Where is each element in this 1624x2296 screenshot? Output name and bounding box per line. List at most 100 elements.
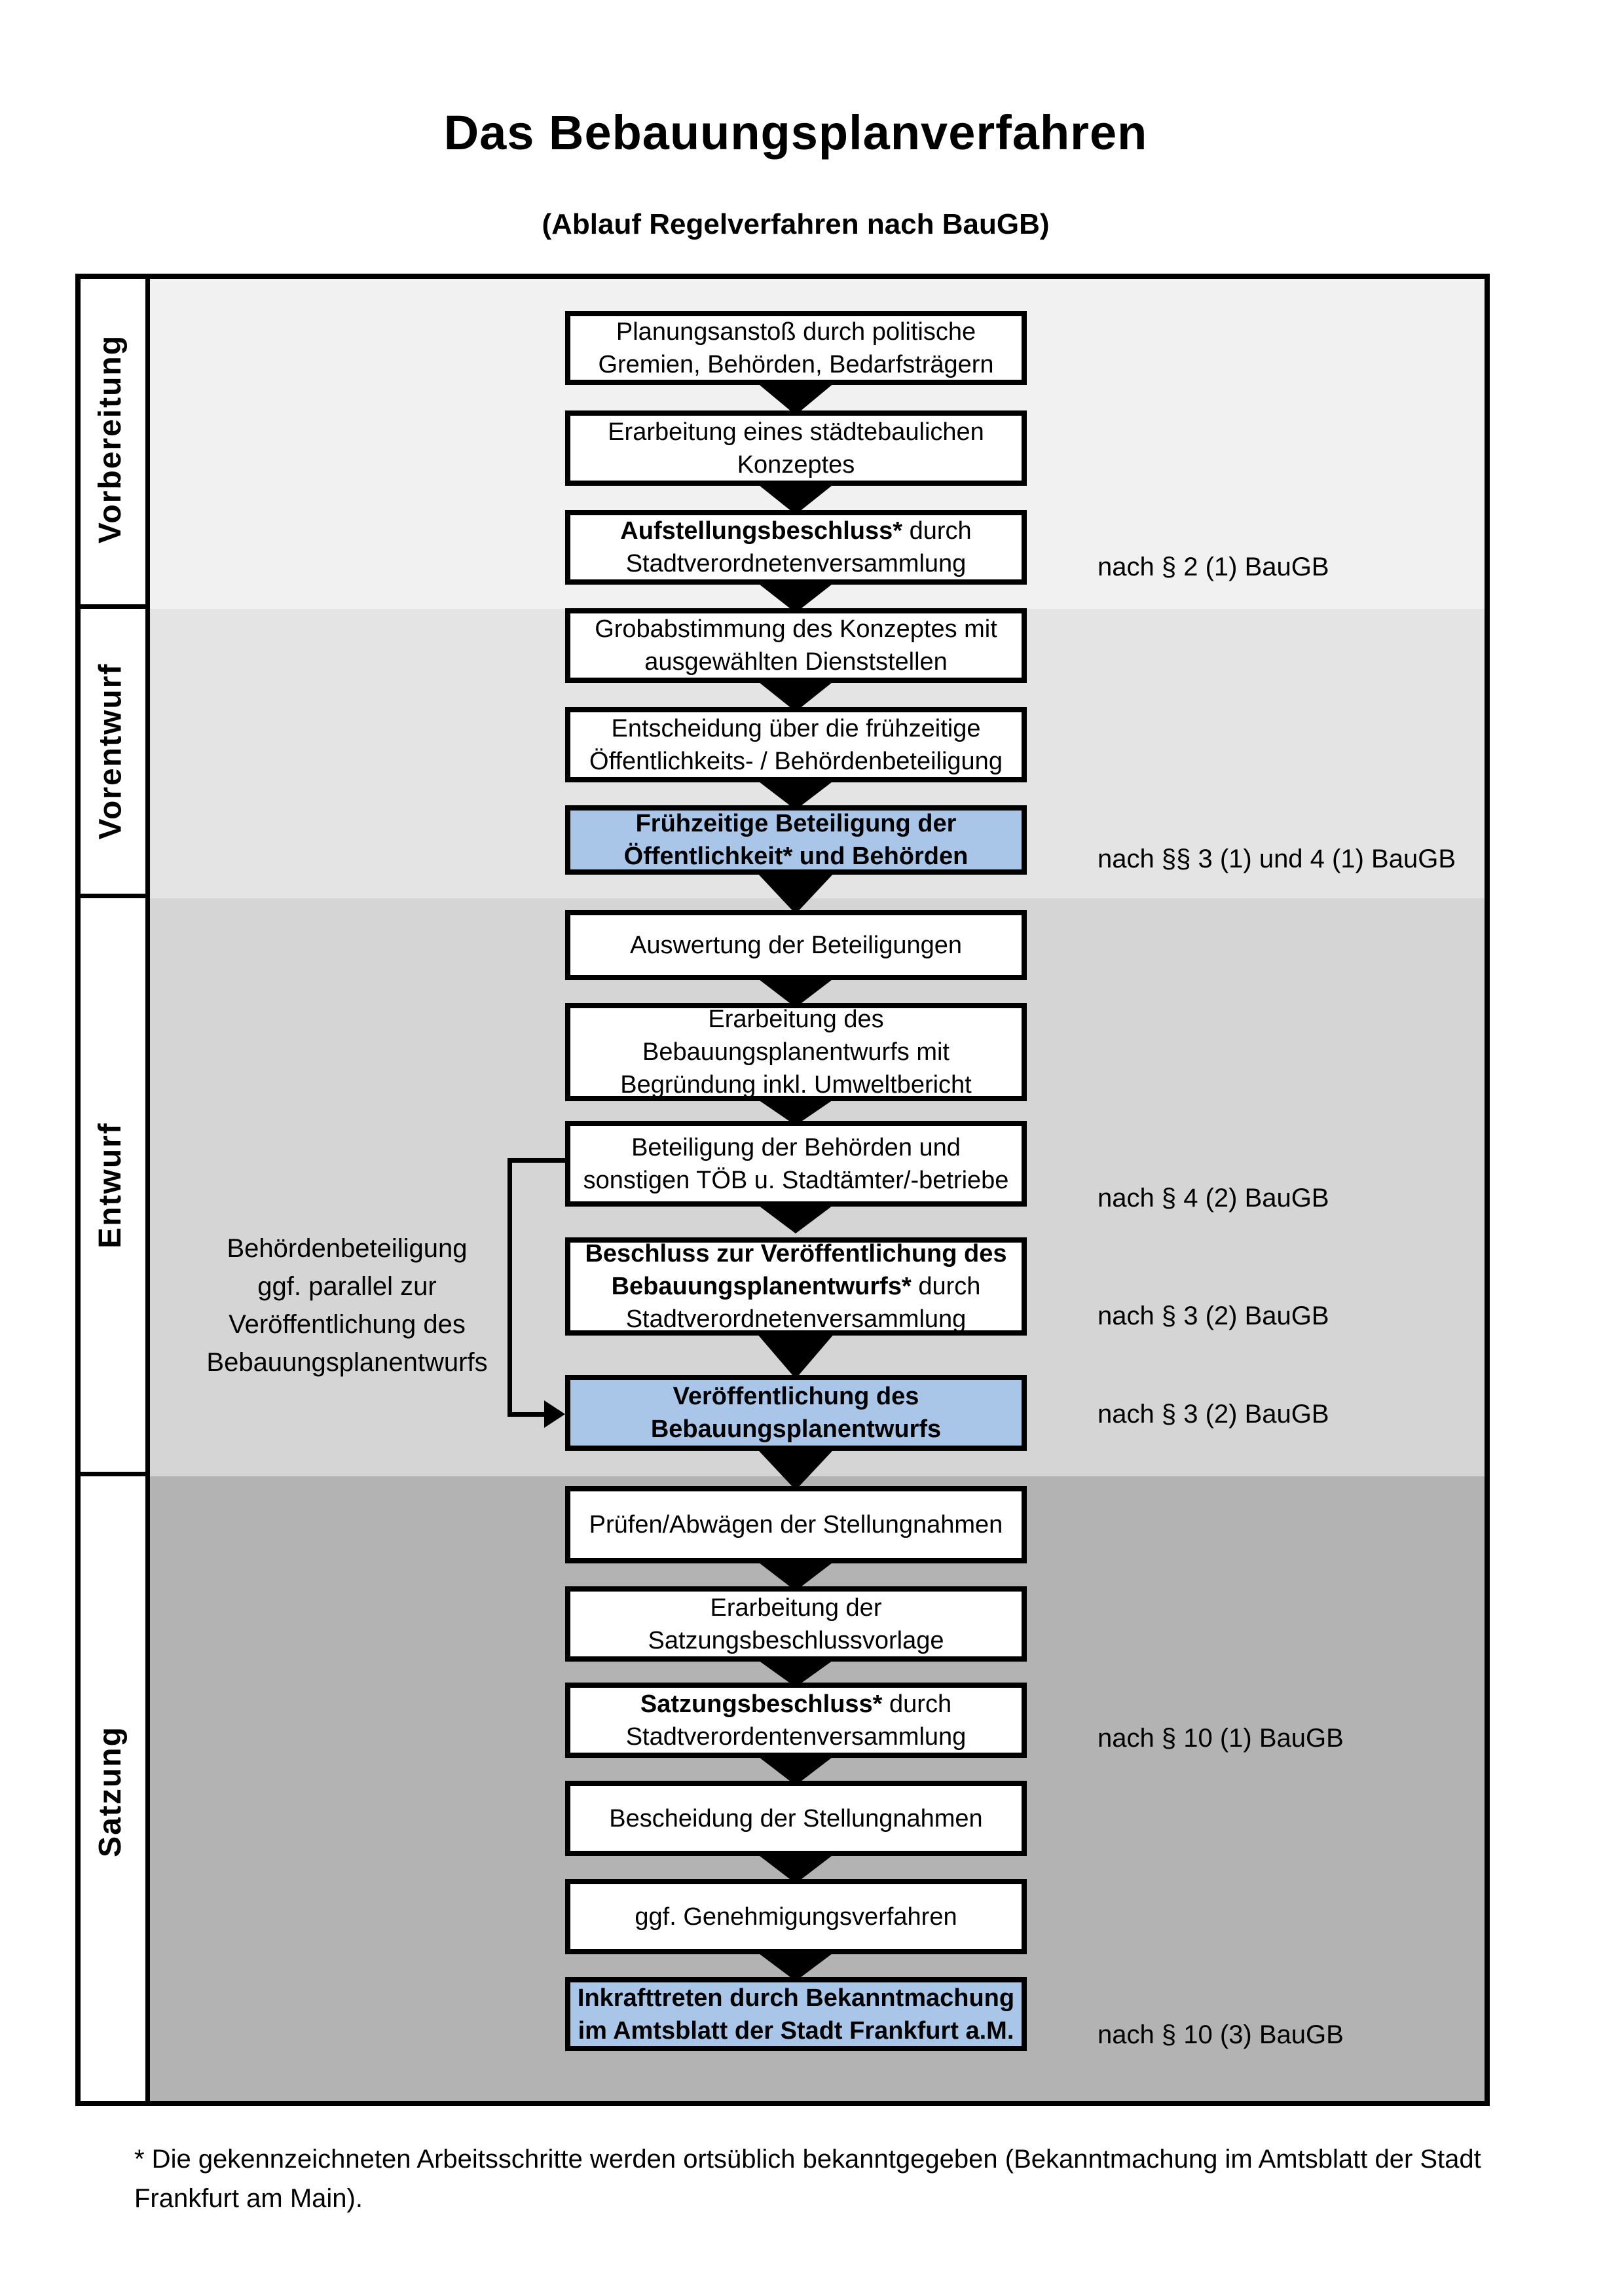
step-text: Erarbeitung des [708,1006,884,1033]
phase-cell-vorentwurf: Vorentwurf [75,609,150,898]
arrow-down-icon [756,382,835,415]
law-reference: nach § 2 (1) BauGB [1098,553,1329,581]
step-text: Planungsanstoß durch politische [616,318,976,346]
step-text-line: ggf. Genehmigungsverfahren [635,1901,957,1933]
arrow-down-icon [756,680,835,712]
step-text: Bebauungsplanentwurfs mit [642,1038,950,1066]
arrow-down-icon [756,1333,835,1379]
step-text-bold: Beschluss zur Veröffentlichung des [585,1240,1007,1267]
law-reference: nach § 10 (3) BauGB [1098,2020,1344,2049]
flow-step-konzept: Erarbeitung eines städtebaulichen Konzep… [565,410,1027,486]
step-text-line: Bebauungsplanentwurfs [651,1413,941,1446]
step-text-line: Öffentlichkeit* und Behörden [624,840,969,873]
step-text-bold: Öffentlichkeit* und Behörden [623,843,969,870]
phase-label: Vorentwurf [93,663,128,840]
connector-line [507,1412,548,1417]
page-subtitle: (Ablauf Regelverfahren nach BauGB) [542,208,1050,240]
step-text: durch [911,1273,981,1300]
phase-cell-entwurf: Entwurf [75,898,150,1476]
flow-step-beschluss-veroeffentlichung: Beschluss zur Veröffentlichung des Bebau… [565,1237,1027,1336]
step-text-line: Bescheidung der Stellungnahmen [609,1802,982,1835]
step-text-line: Aufstellungsbeschluss* durch [620,515,971,547]
flow-step-auswertung: Auswertung der Beteiligungen [565,910,1027,980]
arrow-down-icon [756,1659,835,1687]
step-text: Konzeptes [737,450,855,479]
step-text-line: im Amtsblatt der Stadt Frankfurt a.M. [578,2014,1014,2047]
connector-line [507,1158,512,1417]
flow-step-aufstellungsbeschluss: Aufstellungsbeschluss* durch Stadtverord… [565,510,1027,585]
flow-step-grobabstimmung: Grobabstimmung des Konzeptes mit ausgewä… [565,608,1027,683]
law-reference: nach § 10 (1) BauGB [1098,1724,1344,1753]
step-text: im Amtsblatt der Stadt Frankfurt a.M. [578,2016,1014,2045]
step-text-line: Inkrafttreten durch Bekanntmachung [578,1982,1014,2014]
law-reference: nach § 3 (2) BauGB [1098,1400,1329,1429]
arrow-down-icon [756,780,835,810]
step-text: Grobabstimmung des Konzeptes mit [595,615,997,643]
flow-step-genehmigungsverfahren: ggf. Genehmigungsverfahren [565,1879,1027,1954]
step-text-bold: Bebauungsplanentwurfs [650,1415,942,1443]
step-text-line: Beschluss zur Veröffentlichung des [585,1237,1006,1270]
arrow-down-icon [756,1853,835,1884]
step-text-line: Stadtverordnetenversammlung [626,547,967,580]
arrow-down-icon [756,977,835,1008]
footnote-line: Frankfurt am Main). [134,2184,363,2213]
step-text-line: Prüfen/Abwägen der Stellungnahmen [589,1508,1003,1541]
step-text: Bescheidung der Stellungnahmen [609,1804,983,1832]
step-text: sonstigen TÖB u. Stadtämter/-betriebe [583,1166,1009,1194]
side-note-line: ggf. parallel zur [257,1272,437,1301]
step-text: Stadtverordnetenversammlung [625,1305,967,1333]
connector-arrow-right-icon [544,1400,565,1428]
step-text-line: Satzungsbeschluss* durch [640,1688,951,1721]
step-text: durch [882,1690,952,1718]
step-text-line: Öffentlichkeits- / Behördenbeteiligung [589,745,1003,778]
flow-step-pruefen-abwaegen: Prüfen/Abwägen der Stellungnahmen [565,1486,1027,1563]
step-text-bold: Satzungsbeschluss* [640,1690,883,1718]
arrow-down-icon [756,1755,835,1785]
phase-label: Vorbereitung [93,334,128,544]
step-text-line: Planungsanstoß durch politische [616,316,976,348]
step-text-bold: Aufstellungsbeschluss* [620,517,903,545]
step-text: ausgewählten Dienststellen [644,648,948,676]
law-reference: nach § 3 (2) BauGB [1098,1302,1329,1330]
step-text-bold: Bebauungsplanentwurfs* [611,1273,912,1300]
page-title: Das Bebauungsplanverfahren [443,105,1148,160]
arrow-down-icon [756,1561,835,1591]
step-text: Stadtverordentenversammlung [625,1722,967,1751]
step-text: durch Bekanntmachung [722,1984,1015,2012]
arrow-down-icon [756,1952,835,1981]
step-text-line: Gremien, Behörden, Bedarfsträgern [598,348,993,381]
flow-step-behoerdenbeteiligung: Beteiligung der Behörden und sonstigen T… [565,1121,1027,1207]
step-text: Prüfen/Abwägen der Stellungnahmen [589,1511,1003,1539]
connector-line [507,1158,565,1163]
flow-step-satzungsbeschluss: Satzungsbeschluss* durch Stadtverordente… [565,1683,1027,1758]
arrow-down-icon [756,872,835,914]
step-text-line: Veröffentlichung des [673,1380,919,1413]
step-text: Gremien, Behörden, Bedarfsträgern [598,350,994,378]
arrow-down-icon [756,1448,835,1490]
step-text: Auswertung der Beteiligungen [629,931,962,959]
step-text-line: Bebauungsplanentwurfs mit [642,1036,950,1068]
step-text-line: Begründung inkl. Umweltbericht [620,1068,972,1101]
step-text-line: Satzungsbeschlussvorlage [648,1624,944,1657]
step-text: Begründung inkl. Umweltbericht [620,1071,972,1099]
phase-label: Satzung [93,1725,128,1857]
step-text: ggf. Genehmigungsverfahren [635,1903,957,1931]
step-text-bold: Veröffentlichung des [673,1383,919,1410]
step-text: durch [902,517,972,545]
footnote-line: * Die gekennzeichneten Arbeitsschritte w… [134,2145,1481,2174]
step-text: Erarbeitung eines städtebaulichen [608,418,984,446]
step-text-bold: Frühzeitige Beteiligung der [635,810,957,837]
step-text-line: Stadtverordentenversammlung [626,1721,967,1753]
phase-cell-satzung: Satzung [75,1476,150,2106]
phase-label: Entwurf [93,1121,128,1248]
flow-step-bescheidung: Bescheidung der Stellungnahmen [565,1781,1027,1856]
footnote: * Die gekennzeichneten Arbeitsschritte w… [134,2140,1536,2218]
step-text: Erarbeitung der [710,1594,882,1622]
arrow-down-icon [756,582,835,613]
side-note-line: Behördenbeteiligung [227,1234,468,1263]
step-text: Satzungsbeschlussvorlage [648,1626,944,1654]
law-reference: nach §§ 3 (1) und 4 (1) BauGB [1098,845,1456,873]
step-text-line: Entscheidung über die frühzeitige [611,712,980,745]
step-text-line: Beteiligung der Behörden und [631,1131,961,1164]
